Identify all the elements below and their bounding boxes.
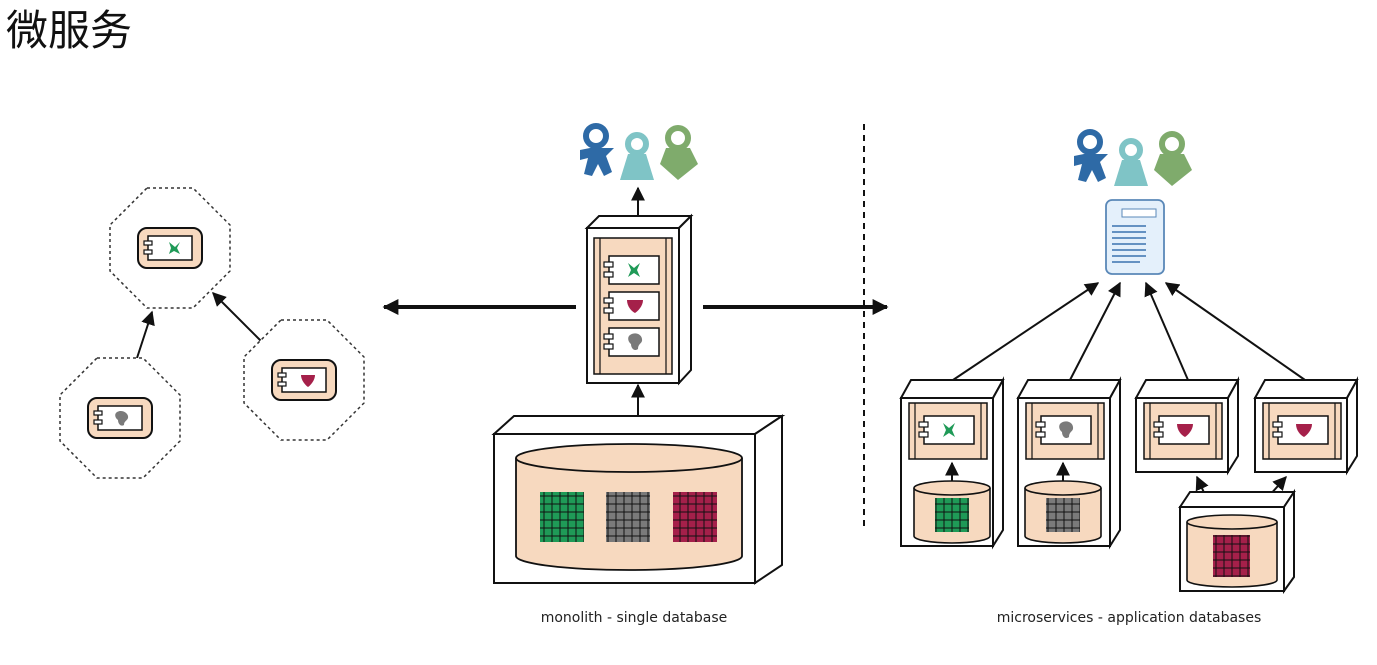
green-cross-icon (628, 263, 640, 277)
monolith-component-green (603, 255, 660, 285)
microservice-crimson-b (1253, 376, 1359, 476)
arrow-service4-to-gateway (1164, 282, 1306, 381)
user-green-icon (1154, 131, 1192, 186)
green-cross-icon (169, 242, 180, 254)
page-title: 微服务 (6, 6, 133, 55)
monolith-caption: monolith - single database (541, 610, 728, 626)
users-center (580, 123, 698, 180)
gray-blob-icon (115, 410, 129, 426)
crimson-data-grid-icon (1213, 535, 1250, 577)
api-gateway-icon (1105, 199, 1165, 275)
crimson-heart-icon (1177, 424, 1193, 437)
green-cross-icon (943, 423, 955, 437)
service-node-gray (59, 357, 181, 479)
user-teal-icon (1114, 138, 1148, 186)
green-data-grid-icon (935, 498, 969, 532)
users-right (1074, 129, 1192, 186)
gray-data-grid-icon (606, 492, 650, 542)
arrow-heart-to-green-service (212, 292, 263, 343)
single-database-box (491, 414, 786, 585)
user-dark-blue-icon (1074, 129, 1108, 182)
gray-blob-icon (628, 333, 643, 351)
left-service-cluster (59, 187, 365, 479)
user-green-icon (660, 125, 698, 180)
crimson-heart-icon (1296, 424, 1312, 437)
monolith-group: monolith - single database (491, 123, 786, 626)
gray-blob-icon (1059, 421, 1074, 439)
arrow-service3-to-gateway (1144, 281, 1189, 381)
arrow-service2-to-gateway (1069, 281, 1121, 381)
service-node-crimson (243, 319, 365, 441)
microservices-caption: microservices - application databases (997, 610, 1262, 626)
green-data-grid-icon (540, 492, 584, 542)
crimson-heart-icon (301, 375, 315, 387)
crimson-data-grid-icon (673, 492, 717, 542)
microservice-crimson-a (1134, 376, 1240, 476)
monolith-component-gray (603, 327, 660, 357)
arrow-service1-to-gateway (952, 282, 1100, 381)
arrow-gray-to-green-service (136, 310, 155, 359)
user-teal-icon (620, 132, 654, 180)
microservices-group: microservices - application databases (899, 129, 1359, 626)
monolith-component-crimson (603, 291, 660, 321)
crimson-heart-icon (627, 300, 643, 313)
microservice-gray (1016, 376, 1122, 550)
shared-database-box (1178, 488, 1296, 595)
service-node-green (109, 187, 231, 309)
microservice-green (899, 376, 1005, 550)
monolith-app-box (584, 213, 694, 386)
gray-data-grid-icon (1046, 498, 1080, 532)
user-dark-blue-icon (580, 123, 614, 176)
